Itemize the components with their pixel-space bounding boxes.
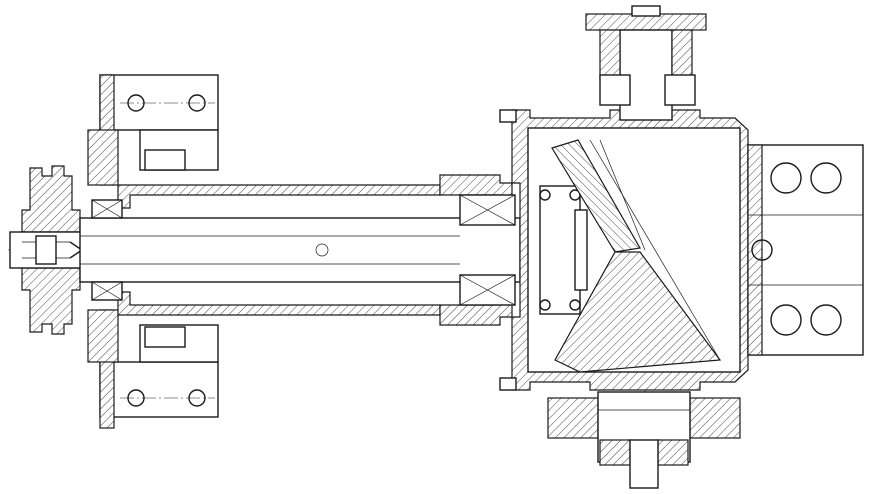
shaft-housing-tube bbox=[117, 174, 513, 326]
bolt-icon bbox=[539, 299, 551, 311]
bolt-icon bbox=[539, 189, 551, 201]
input-shaft bbox=[79, 217, 521, 283]
bevel-gear bbox=[551, 139, 722, 373]
bolt-icon bbox=[569, 299, 581, 311]
bevel-pinion bbox=[539, 185, 588, 315]
output-shaft-top bbox=[585, 5, 707, 121]
bearing-left bbox=[91, 199, 123, 301]
mounting-bracket-lower bbox=[87, 309, 219, 429]
side-mount-plate bbox=[747, 144, 864, 356]
bearing-right bbox=[459, 194, 516, 306]
bolt-icon bbox=[810, 304, 842, 336]
sprocket bbox=[9, 165, 89, 335]
bolt-icon bbox=[770, 304, 802, 336]
output-shaft-bottom bbox=[547, 391, 741, 489]
bolt-icon bbox=[770, 162, 802, 194]
mounting-bracket-upper bbox=[87, 74, 219, 186]
bolt-icon bbox=[810, 162, 842, 194]
